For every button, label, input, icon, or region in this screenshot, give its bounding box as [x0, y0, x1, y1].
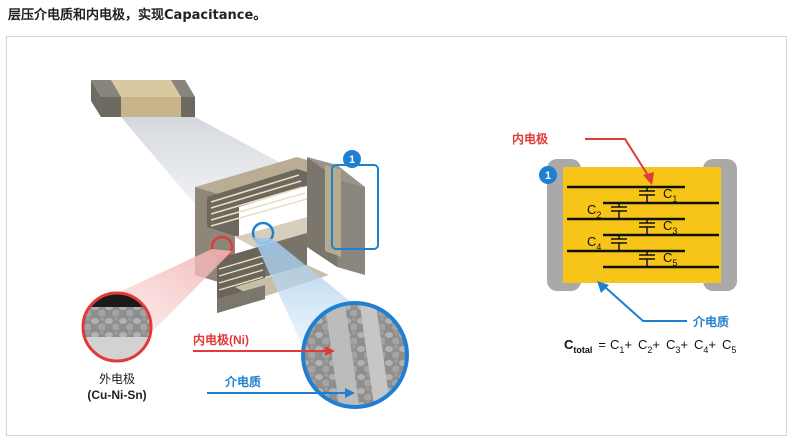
callout-number-right: 1	[545, 170, 551, 182]
dielectric-arrow-left	[207, 388, 355, 398]
dielectric-arrow-right	[597, 281, 687, 322]
callout-badge-left	[343, 150, 361, 168]
inner-electrode-label-left: 内电极(Ni)	[193, 332, 249, 347]
capacitor-schematic: C1 C2 C3 C4 C5	[547, 159, 737, 291]
diagram-panel: 1 外电极 (Cu-Ni-Sn) 内电极(Ni) 介电质	[6, 36, 787, 436]
dielectric-label-right: 介电质	[692, 314, 729, 329]
inner-electrode-label-right: 内电极	[512, 131, 549, 146]
outer-electrode-label: 外电极	[99, 372, 135, 386]
inner-electrodes	[567, 185, 719, 269]
microstructure-zoom	[301, 301, 409, 409]
diagram-canvas: 1 外电极 (Cu-Ni-Sn) 内电极(Ni) 介电质	[81, 80, 737, 409]
cap-label-c3: C3	[663, 218, 677, 236]
page-caption: 层压介电质和内电极，实现Capacitance。	[8, 8, 267, 23]
cap-label-c4: C4	[587, 234, 601, 252]
outer-electrode-zoom	[81, 291, 153, 363]
outer-electrode-material: (Cu-Ni-Sn)	[87, 388, 146, 402]
capacitance-formula: Ctotal=C1+C2+C3+C4+C5	[564, 337, 736, 355]
cap-label-c2: C2	[587, 202, 601, 220]
callout-number-left: 1	[349, 154, 355, 166]
inner-electrode-arrow-left	[193, 346, 335, 356]
dielectric-label-left: 介电质	[224, 374, 261, 389]
cap-label-c5: C5	[663, 250, 677, 268]
dielectric-body	[563, 167, 721, 283]
small-chip	[91, 80, 195, 117]
cap-label-c1: C1	[663, 186, 677, 204]
callout-badge-right	[539, 166, 557, 184]
inner-electrode-arrow-right	[585, 138, 654, 185]
